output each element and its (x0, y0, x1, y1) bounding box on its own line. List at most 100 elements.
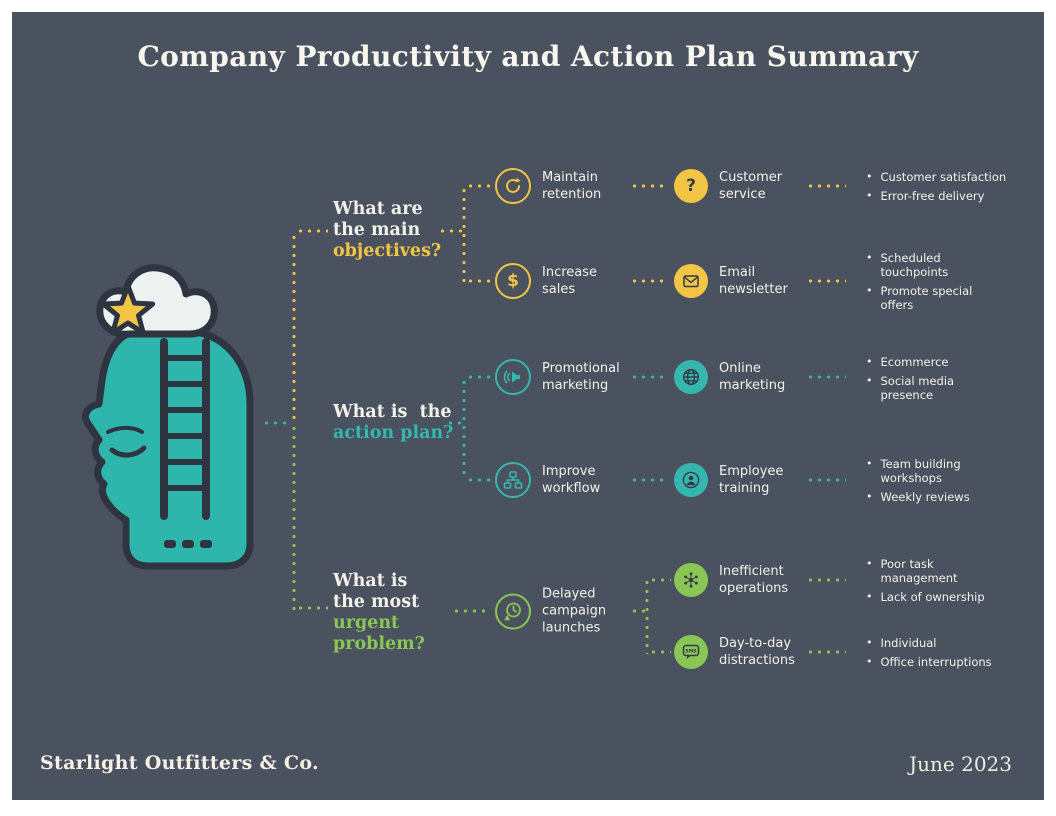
envelope-icon (674, 264, 708, 298)
bullet-item: •Ecommerce (866, 355, 949, 369)
node-label: Increase sales (542, 265, 598, 297)
question-text-white: What are the main (333, 199, 423, 240)
scatter-icon (674, 563, 708, 597)
dotted-connector (466, 478, 490, 482)
dotted-connector (466, 184, 490, 188)
bullet-dot: • (866, 557, 873, 570)
bullet-item: •Promote special offers (866, 284, 973, 312)
node-email-newsletter: Email newsletter (674, 264, 824, 298)
node-online-marketing: Online marketing (674, 360, 824, 394)
ladder-icon (160, 338, 210, 520)
dotted-connector (466, 375, 490, 379)
head-ladder-illustration (81, 264, 254, 570)
node-label: Delayed campaign launches (542, 586, 607, 636)
node-label: Maintain retention (542, 170, 602, 202)
dotted-connector (630, 375, 668, 379)
bullet-dot: • (866, 170, 873, 183)
bullet-item: •Team building workshops (866, 457, 961, 485)
dotted-connector (452, 609, 490, 613)
bullet-item: •Lack of ownership (866, 590, 985, 604)
page-title: Company Productivity and Action Plan Sum… (137, 40, 919, 73)
node-label: Improve workflow (542, 464, 601, 496)
bullet-list-inefficient-operations: •Poor task management •Lack of ownership (866, 557, 1012, 609)
node-label: Promotional marketing (542, 361, 620, 393)
question-text-highlight: urgent problem? (333, 613, 425, 654)
bullet-dot: • (866, 457, 873, 470)
workflow-icon (495, 462, 531, 498)
dotted-connector (630, 478, 668, 482)
bullet-dot: • (866, 355, 873, 368)
bullet-list-distractions: •Individual •Office interruptions (866, 636, 1012, 674)
question-urgent-problem: What is the most urgent problem? (333, 571, 425, 655)
dotted-connector (296, 229, 328, 233)
node-day-to-day-distractions: SMS Day-to-day distractions (674, 635, 824, 669)
bullet-dot: • (866, 590, 873, 603)
footer-company-name: Starlight Outfitters & Co. (40, 752, 319, 774)
bullet-item: •Scheduled touchpoints (866, 251, 949, 279)
alert-clock-icon (495, 593, 531, 629)
dotted-connector (806, 184, 846, 188)
star-icon (100, 283, 156, 336)
question-objectives: What are the main objectives? (333, 199, 441, 262)
bullet-list-email-newsletter: •Scheduled touchpoints •Promote special … (866, 251, 1012, 317)
person-icon (674, 463, 708, 497)
node-label: Online marketing (719, 361, 786, 393)
dotted-connector (806, 375, 846, 379)
dotted-connector (292, 424, 296, 610)
bullet-item: •Weekly reviews (866, 490, 970, 504)
question-text-highlight: objectives? (333, 241, 442, 261)
bullet-dot: • (866, 284, 873, 297)
node-maintain-retention: Maintain retention (495, 168, 655, 204)
node-customer-service: ? Customer service (674, 169, 824, 203)
bullet-item: •Individual (866, 636, 937, 650)
dotted-connector (806, 279, 846, 283)
dotted-connector (645, 578, 649, 654)
bullet-item: •Customer satisfaction (866, 170, 1007, 184)
question-text-white: What is the most (333, 571, 420, 612)
dotted-connector (806, 650, 846, 654)
node-improve-workflow: Improve workflow (495, 462, 655, 498)
bullet-dot: • (866, 189, 873, 202)
bullet-list-customer-service: •Customer satisfaction •Error-free deliv… (866, 170, 1012, 208)
megaphone-icon (495, 359, 531, 395)
bullet-dot: • (866, 655, 873, 668)
dotted-connector (630, 279, 668, 283)
node-label: Employee training (719, 464, 784, 496)
node-label: Day-to-day distractions (719, 636, 795, 668)
question-text-white: What is the (333, 402, 452, 422)
dotted-connector (462, 186, 466, 282)
dotted-connector (649, 650, 671, 654)
question-icon: ? (674, 169, 708, 203)
dotted-connector (292, 233, 296, 423)
bullet-dot: • (866, 374, 873, 387)
dotted-connector (262, 421, 290, 425)
bullet-list-employee-training: •Team building workshops •Weekly reviews (866, 457, 1012, 509)
question-text-highlight: action plan? (333, 423, 454, 443)
dotted-connector (466, 279, 490, 283)
eyebrow (106, 425, 144, 434)
closed-eye (109, 445, 147, 458)
dotted-connector (649, 578, 671, 582)
bullet-item: •Office interruptions (866, 655, 992, 669)
dollar-glyph: $ (507, 270, 519, 291)
dotted-connector (630, 184, 668, 188)
globe-icon (674, 360, 708, 394)
footer-date: June 2023 (909, 752, 1012, 776)
node-inefficient-operations: Inefficient operations (674, 563, 824, 597)
node-employee-training: Employee training (674, 463, 824, 497)
sms-icon-text: SMS (685, 649, 696, 655)
dotted-connector (630, 609, 648, 613)
dotted-connector (438, 229, 464, 233)
question-action-plan: What is the action plan? (333, 402, 453, 444)
question-glyph: ? (686, 175, 696, 196)
sms-icon: SMS (674, 635, 708, 669)
node-promotional-marketing: Promotional marketing (495, 359, 655, 395)
refresh-icon (495, 168, 531, 204)
bullet-item: •Social media presence (866, 374, 955, 402)
bullet-dot: • (866, 636, 873, 649)
dotted-connector (462, 378, 466, 480)
bullet-list-online-marketing: •Ecommerce •Social media presence (866, 355, 1012, 407)
dotted-connector (806, 478, 846, 482)
node-label: Customer service (719, 170, 783, 202)
node-delayed-campaign-launches: Delayed campaign launches (495, 586, 655, 637)
